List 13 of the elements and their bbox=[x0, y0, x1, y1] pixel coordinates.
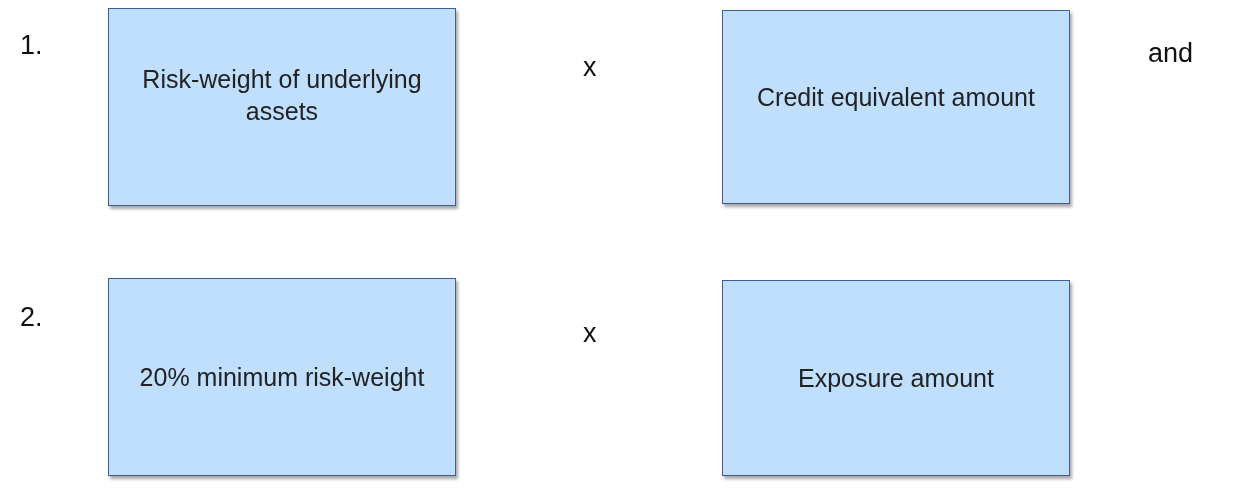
box-text: Risk-weight of underlying assets bbox=[141, 63, 423, 127]
formula-box bbox=[108, 8, 456, 206]
formula-box bbox=[722, 280, 1070, 476]
formula-box bbox=[722, 10, 1070, 204]
box-text: 20% minimum risk-weight bbox=[138, 361, 426, 393]
item-number: 1. bbox=[20, 30, 43, 61]
multiply-sign: x bbox=[583, 318, 597, 349]
conjunction-text: and bbox=[1148, 38, 1194, 69]
item-number: 2. bbox=[20, 302, 43, 333]
formula-box bbox=[108, 278, 456, 476]
multiply-sign: x bbox=[583, 52, 597, 83]
box-text: Exposure amount bbox=[797, 362, 995, 394]
box-text: Credit equivalent amount bbox=[756, 81, 1036, 113]
